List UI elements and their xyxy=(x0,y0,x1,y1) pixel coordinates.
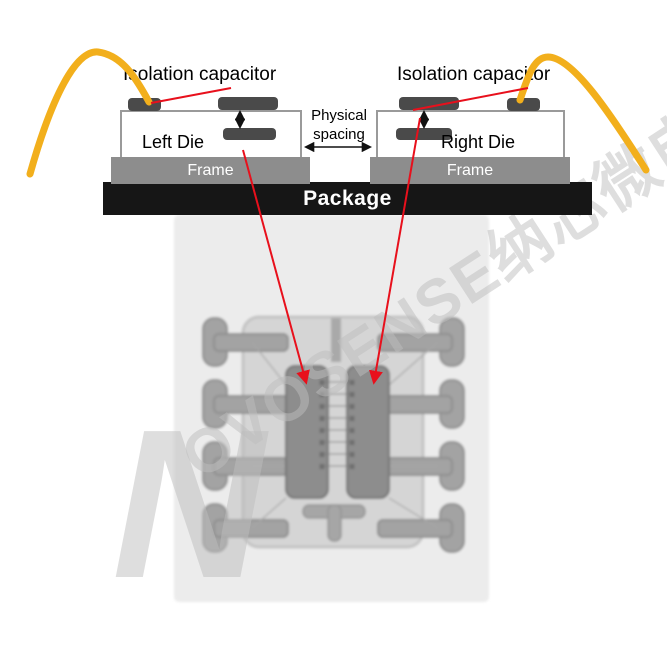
xray-lead-right-1 xyxy=(377,317,465,367)
xray-left-die xyxy=(285,365,329,499)
xray-lead-left-4 xyxy=(202,503,289,553)
left-outer-plate xyxy=(128,98,161,111)
bond-wire-left xyxy=(26,48,153,178)
left-capacitor-leader-line xyxy=(150,87,232,104)
right-capacitor-leader-line xyxy=(412,87,529,111)
xray-internal-wires xyxy=(251,341,439,529)
physical-spacing-line2: spacing xyxy=(313,126,365,143)
bond-wire-right xyxy=(516,53,650,174)
physical-spacing-label: Physical spacing xyxy=(301,106,377,144)
xray-lead-left-1 xyxy=(202,317,289,367)
right-capacitor-bottom-plate xyxy=(396,128,452,140)
right-capacitor-top-plate xyxy=(399,97,459,110)
right-die-label: Right Die xyxy=(441,132,516,152)
package-label: Package xyxy=(303,186,392,210)
xray-bottom-tab xyxy=(302,504,366,542)
xray-right-die xyxy=(346,365,390,499)
right-frame-bar: Frame xyxy=(370,157,570,184)
xray-lead-left-2 xyxy=(202,379,289,429)
right-die-pointer-arrow xyxy=(369,117,421,385)
left-capacitor-bottom-plate xyxy=(223,128,276,140)
xray-lead-right-2 xyxy=(377,379,465,429)
physical-spacing-line1: Physical xyxy=(311,107,367,124)
xray-lead-right-4 xyxy=(377,503,465,553)
right-frame-label: Frame xyxy=(446,161,494,179)
xray-die-to-die-wires xyxy=(324,381,349,467)
package-bar: Package xyxy=(103,182,592,215)
xray-top-notch xyxy=(331,318,341,362)
left-die-label: Left Die xyxy=(142,132,205,152)
isolation-capacitor-label-right: Isolation capacitor xyxy=(397,64,551,85)
left-frame-bar: Frame xyxy=(111,157,310,184)
xray-lead-left-3 xyxy=(202,441,289,491)
isolation-capacitor-label-left: Isolation capacitor xyxy=(123,64,277,85)
left-capacitor-top-plate xyxy=(218,97,278,110)
right-outer-plate xyxy=(507,98,540,111)
left-frame-label: Frame xyxy=(187,161,234,179)
left-die-pointer-arrow xyxy=(242,149,310,385)
